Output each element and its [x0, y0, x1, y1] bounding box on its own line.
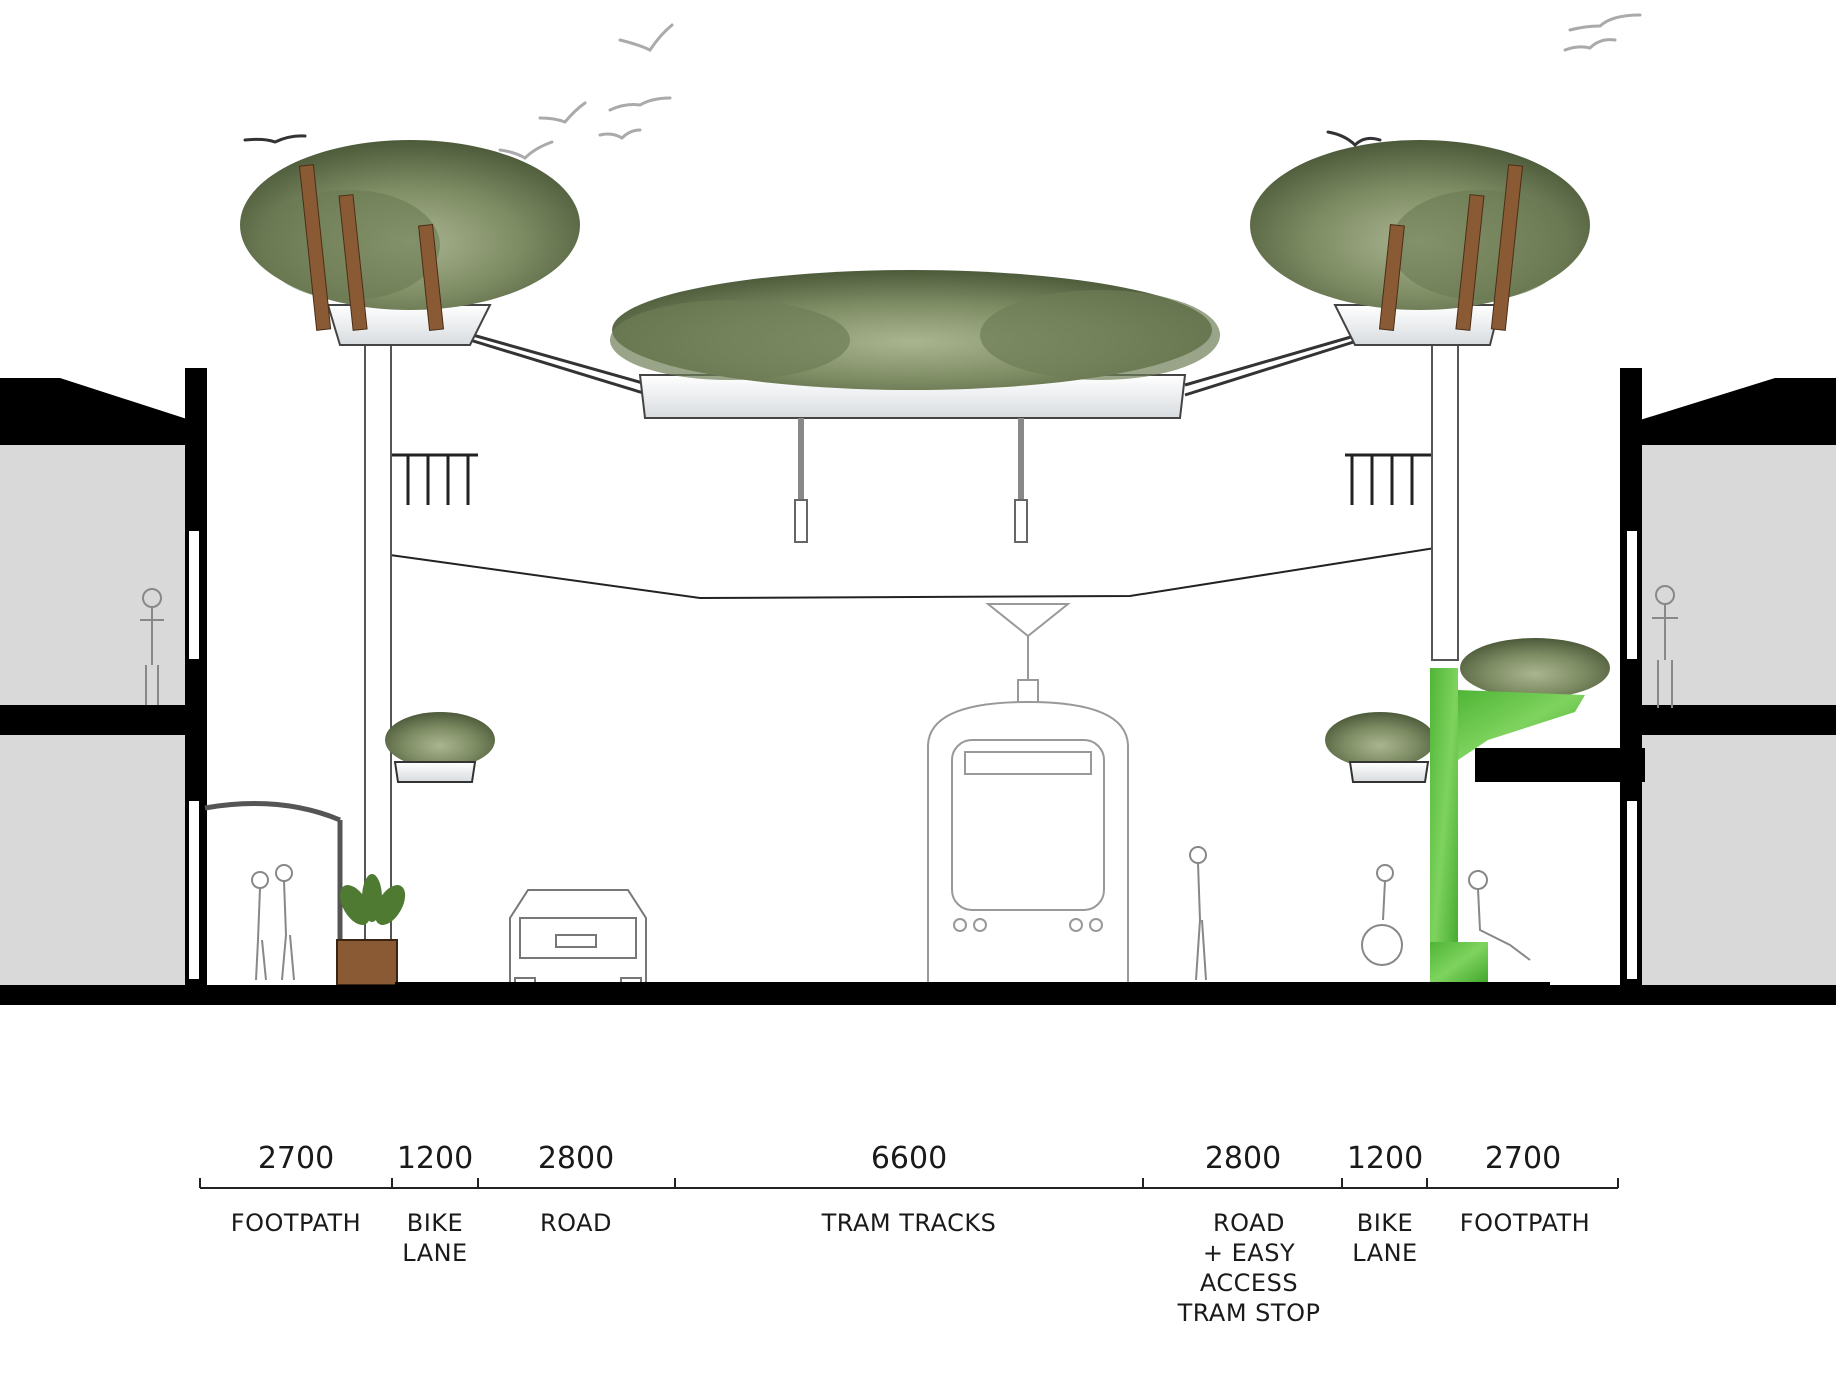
- ground-step: [395, 982, 1550, 990]
- dark-birds: [243, 130, 1382, 148]
- segment-label-tram-tracks: TRAM TRACKS: [821, 1209, 997, 1237]
- planter-shrub: [339, 874, 406, 925]
- left-wood-planter: [336, 939, 398, 986]
- right-building: [1475, 368, 1836, 988]
- tram: [927, 603, 1129, 986]
- segment-width-road-left: 2800: [538, 1141, 614, 1176]
- segment-width-bike-lane-right: 1200: [1347, 1141, 1423, 1176]
- people: [140, 585, 1678, 981]
- segment-width-road-right: 2800: [1205, 1141, 1281, 1176]
- canopy-vegetation: [240, 140, 1610, 768]
- timber-slats: [298, 164, 1524, 331]
- left-building: [0, 368, 207, 988]
- elevated-planter-structure: [326, 298, 1502, 946]
- segment-width-bike-lane-left: 1200: [397, 1141, 473, 1176]
- segment-width-footpath-left: 2700: [258, 1141, 334, 1176]
- segment-label-road-left: ROAD: [540, 1209, 612, 1237]
- segment-width-footpath-right: 2700: [1485, 1141, 1561, 1176]
- column-planters: [393, 761, 1430, 783]
- segment-width-tram-tracks: 6600: [871, 1141, 947, 1176]
- green-tram-stop-column: [1430, 668, 1585, 984]
- car: [509, 889, 647, 994]
- birds: [498, 13, 1642, 160]
- footpath-arch: [204, 801, 343, 985]
- segment-widths: 2700 1200 2800 6600 2800 1200 2700: [258, 1141, 1561, 1176]
- segment-label-footpath-left: FOOTPATH: [231, 1209, 361, 1237]
- segment-label-footpath-right: FOOTPATH: [1460, 1209, 1590, 1237]
- dimension-line: [199, 1178, 1619, 1189]
